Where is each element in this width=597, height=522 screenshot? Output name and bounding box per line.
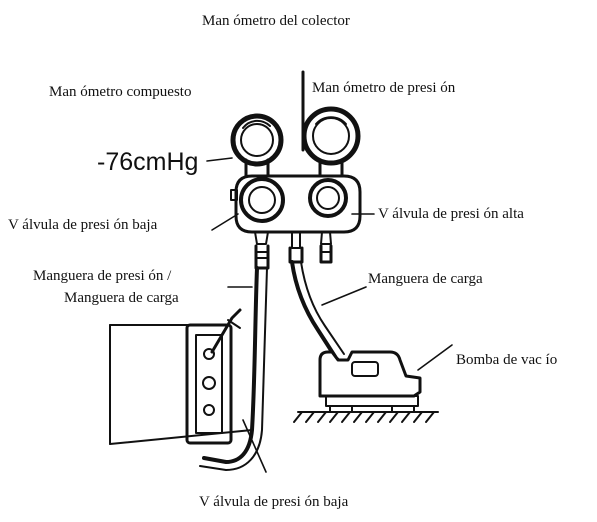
manifold-block xyxy=(230,174,362,249)
compound-gauge-label: Man ómetro compuesto xyxy=(49,84,192,100)
charge-hose xyxy=(290,260,345,366)
hose-couplings xyxy=(254,244,333,270)
pressure-gauge-dial xyxy=(301,106,361,178)
leader-lines xyxy=(206,157,453,473)
ground-hatch xyxy=(293,411,439,423)
low-pressure-valve-label: V álvula de presi ón baja xyxy=(8,217,158,233)
pressure-gauge-label: Man ómetro de presi ón xyxy=(312,80,456,96)
high-pressure-valve-label: V álvula de presi ón alta xyxy=(378,206,524,222)
charge-hose-label: Manguera de carga xyxy=(368,271,483,287)
pressure-hose-label-line2: Manguera de carga xyxy=(64,290,179,306)
compound-gauge-dial xyxy=(230,113,284,178)
vacuum-pump-label: Bomba de vac ío xyxy=(456,352,558,368)
low-pressure-hose xyxy=(199,266,268,471)
vacuum-reading-label: -76cmHg xyxy=(97,148,199,176)
manifold-gauge-label: Man ómetro del colector xyxy=(202,13,350,29)
vacuum-pump xyxy=(318,350,422,413)
service-valve-box xyxy=(185,308,242,445)
pressure-hose-label-line1: Manguera de presi ón / xyxy=(33,268,172,284)
low-pressure-valve-bottom-label: V álvula de presi ón baja xyxy=(199,494,349,510)
wall-outline xyxy=(109,324,253,445)
